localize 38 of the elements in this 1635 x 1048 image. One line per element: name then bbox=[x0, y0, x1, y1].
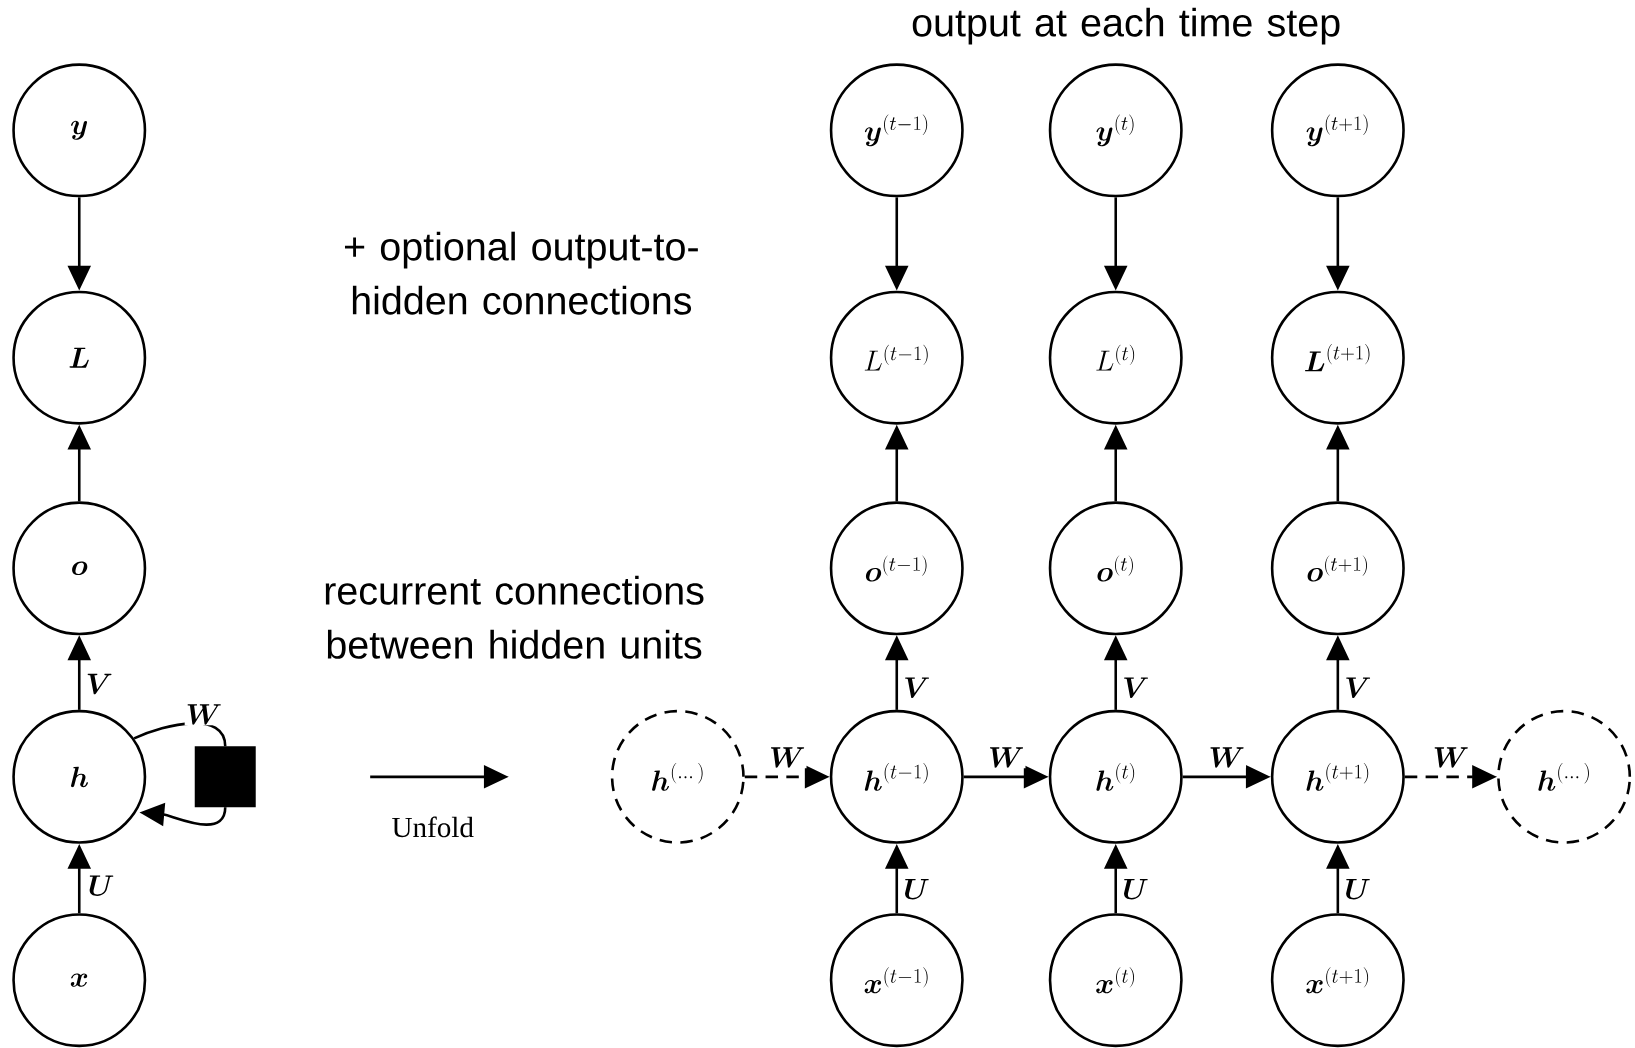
circle-node: $\boldsymbol{o}^{(t+1)}$ bbox=[1270, 501, 1405, 636]
edge-label: $\boldsymbol{V}$ bbox=[1346, 677, 1371, 698]
annotation-text: output at each time step bbox=[912, 7, 1340, 45]
circle-node: $\boldsymbol{L}$ bbox=[12, 290, 147, 425]
delay-square bbox=[194, 746, 256, 808]
circle-node: $\boldsymbol{y}^{(t)}$ bbox=[1048, 63, 1183, 198]
annotation-text: + optional output-to-hidden connections bbox=[345, 231, 698, 315]
circle-node: $\boldsymbol{o}^{(t-1)}$ bbox=[829, 501, 964, 636]
edge-label: $\boldsymbol{U}$ bbox=[1124, 878, 1148, 900]
edge-label: $\boldsymbol{W}$ bbox=[187, 704, 221, 725]
circle-node: $\boldsymbol{y}$ bbox=[12, 63, 147, 198]
circle-node: $\boldsymbol{x}^{(t-1)}$ bbox=[829, 913, 964, 1048]
circle-node: $\boldsymbol{x}^{(t)}$ bbox=[1048, 913, 1183, 1048]
circle-node: $\boldsymbol{h}^{(t)}$ bbox=[1048, 709, 1183, 844]
circle-node: $\boldsymbol{o}^{(t)}$ bbox=[1048, 501, 1183, 636]
edge-label: $\boldsymbol{U}$ bbox=[89, 875, 114, 896]
edge-label: $\boldsymbol{U}$ bbox=[905, 878, 929, 900]
circle-node: $L^{(t)}$ bbox=[1048, 290, 1183, 425]
circle-node: $\boldsymbol{L}^{(t+1)}$ bbox=[1270, 290, 1405, 425]
edge-label: $\boldsymbol{W}$ bbox=[989, 747, 1024, 768]
circle-node: $\boldsymbol{h}$ bbox=[12, 709, 147, 844]
circle-node: $\boldsymbol{o}$ bbox=[12, 501, 147, 636]
circle-node: $\boldsymbol{h}^{(t-1)}$ bbox=[829, 709, 964, 844]
circle-node: $\boldsymbol{h}^{(t+1)}$ bbox=[1270, 709, 1405, 844]
edge-label: $\boldsymbol{V}$ bbox=[905, 677, 929, 698]
edge-label: $\boldsymbol{W}$ bbox=[1210, 747, 1244, 768]
edge-label: $\boldsymbol{V}$ bbox=[1124, 677, 1148, 698]
edge-label: $\boldsymbol{V}$ bbox=[87, 673, 112, 695]
annotation-text: Unfold bbox=[392, 816, 474, 838]
circle-node: $\boldsymbol{x}^{(t+1)}$ bbox=[1270, 913, 1405, 1048]
circle-node: $\boldsymbol{y}^{(t+1)}$ bbox=[1270, 63, 1405, 198]
edge-label: $\boldsymbol{U}$ bbox=[1346, 878, 1370, 900]
edge-label: $\boldsymbol{W}$ bbox=[770, 747, 805, 768]
circle-node: $\boldsymbol{y}^{(t-1)}$ bbox=[829, 63, 964, 198]
edge-label: $\boldsymbol{W}$ bbox=[1434, 747, 1468, 768]
circle-node: $\boldsymbol{x}$ bbox=[12, 913, 147, 1048]
circle-node: $L^{(t-1)}$ bbox=[829, 290, 964, 425]
annotation-text: recurrent connections between hidden units bbox=[325, 575, 704, 659]
